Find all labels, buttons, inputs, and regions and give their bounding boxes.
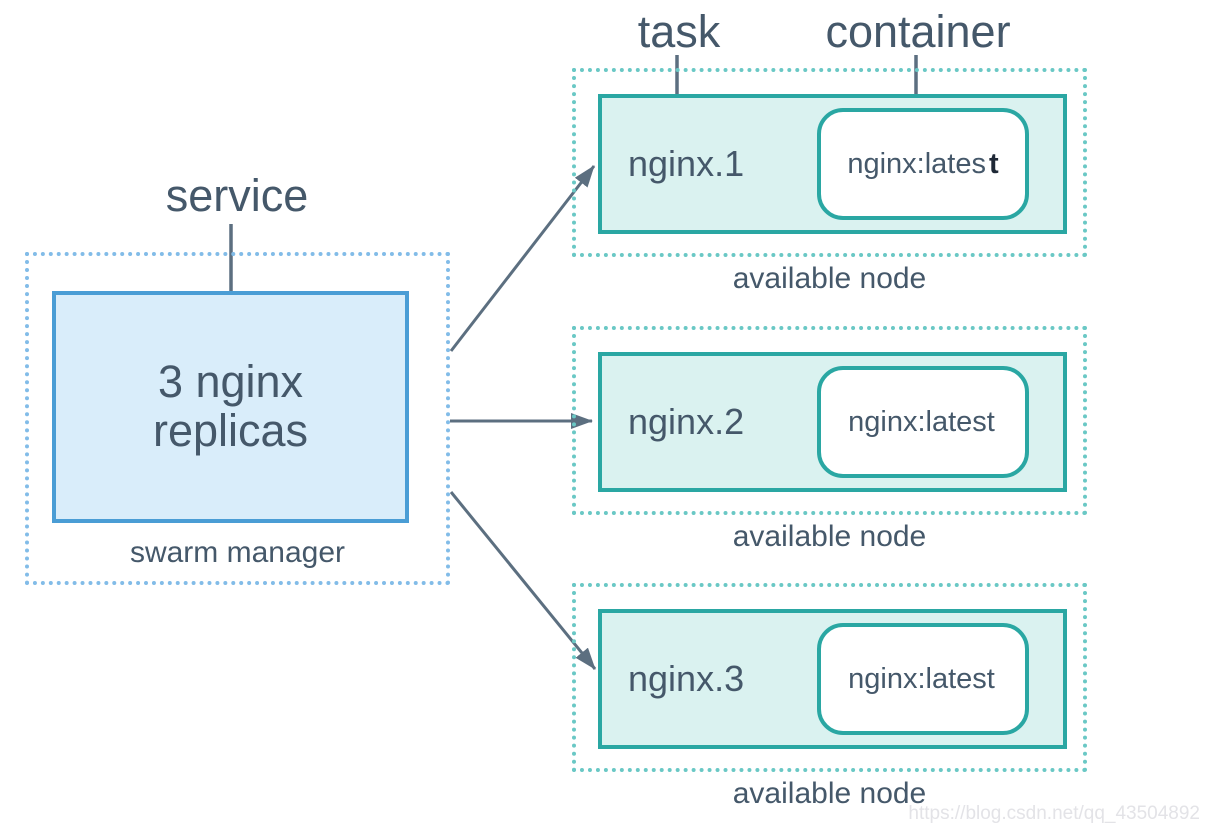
- node-caption-3: available node: [732, 777, 927, 810]
- service-label: service: [165, 170, 309, 221]
- available-node-3: nginx.3 nginx:latest available node: [572, 583, 1087, 809]
- watermark: https://blog.csdn.net/qq_43504892: [908, 803, 1200, 824]
- arrow-to-node-1: [449, 165, 596, 352]
- task-label: task: [637, 6, 721, 57]
- container-box-2: nginx:latest: [817, 366, 1029, 478]
- swarm-manager-caption: swarm manager: [129, 536, 346, 569]
- swarm-manager-group: 3 nginx replicas swarm manager: [25, 252, 450, 585]
- service-box-label-line2: replicas: [152, 405, 309, 456]
- service-box-label: 3 nginx replicas: [153, 358, 308, 455]
- task-box-2: nginx.2 nginx:latest: [598, 352, 1067, 492]
- node-caption-2: available node: [732, 520, 927, 553]
- task-name-3: nginx.3: [628, 658, 745, 699]
- service-box-label-line1: 3 nginx: [157, 356, 304, 408]
- container-box-3: nginx:latest: [817, 623, 1029, 735]
- task-box-3: nginx.3 nginx:latest: [598, 609, 1067, 749]
- container-image-2: nginx:latest: [848, 405, 995, 438]
- container-image-1: nginx:lates: [847, 147, 986, 180]
- container-label: container: [825, 6, 1011, 57]
- available-node-2: nginx.2 nginx:latest available node: [572, 326, 1087, 552]
- task-name-2: nginx.2: [628, 401, 745, 442]
- task-name-1: nginx.1: [628, 143, 745, 184]
- node-caption-1: available node: [732, 262, 927, 295]
- service-box: 3 nginx replicas: [52, 291, 409, 523]
- container-image-suffix-1: t: [988, 147, 999, 180]
- container-image-3: nginx:latest: [848, 662, 995, 695]
- arrow-to-node-3: [449, 491, 597, 670]
